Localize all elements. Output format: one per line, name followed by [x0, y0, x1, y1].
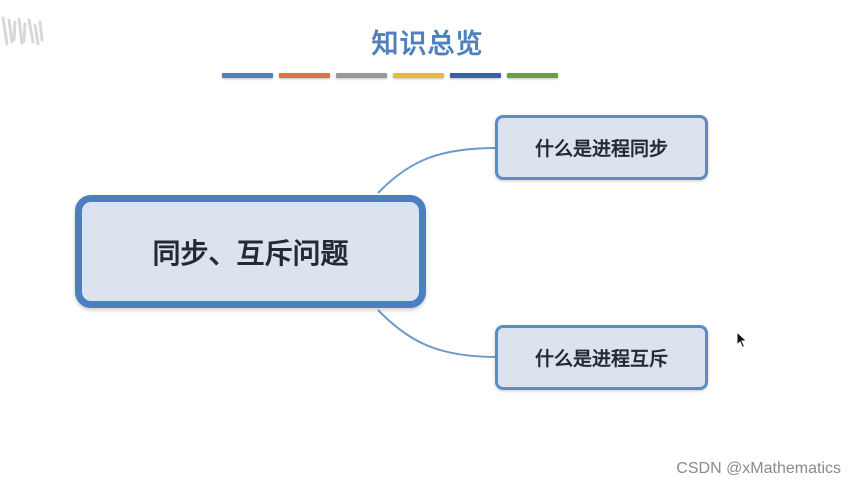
- watermark-text: CSDN @xMathematics: [676, 460, 841, 477]
- mindmap-branch-process-mutex[interactable]: 什么是进程互斥: [495, 325, 708, 390]
- page-title: 知识总览: [371, 29, 484, 60]
- connector-to-branch-2: [377, 309, 498, 358]
- color-bar-segment: [279, 73, 330, 78]
- mindmap-branch-label: 什么是进程同步: [534, 138, 668, 160]
- mindmap-root-node[interactable]: 同步、互斥问题: [75, 195, 426, 308]
- mouse-cursor-icon: [736, 331, 748, 349]
- color-bar-segment: [450, 73, 501, 78]
- logo-watermark-icon: [1, 16, 44, 46]
- mindmap-root-label: 同步、互斥问题: [152, 236, 349, 270]
- color-bar-segment: [336, 73, 387, 78]
- connector-to-branch-1: [377, 147, 498, 194]
- color-bar-segment: [222, 73, 273, 78]
- mindmap-branch-label: 什么是进程互斥: [534, 348, 668, 370]
- color-bar-segment: [393, 73, 444, 78]
- color-bar-segment: [507, 73, 558, 78]
- color-bar: [222, 73, 558, 80]
- mindmap-branch-process-sync[interactable]: 什么是进程同步: [495, 115, 708, 180]
